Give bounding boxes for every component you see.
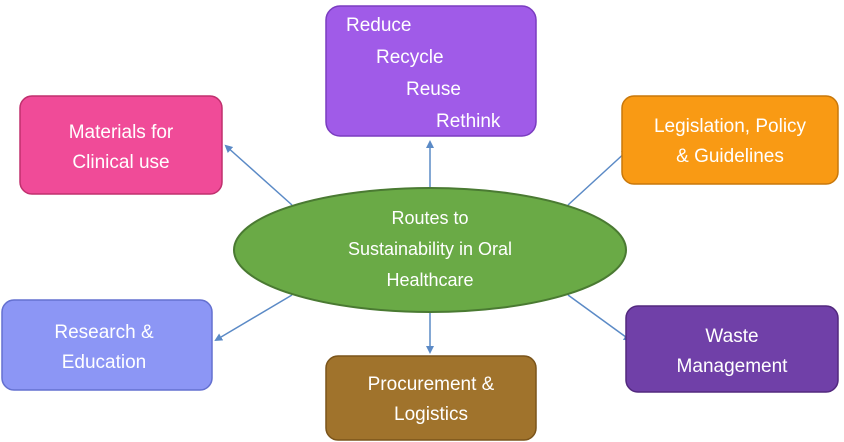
connector-to-research	[214, 294, 293, 342]
center-label-line1: Routes to	[391, 208, 468, 228]
center-ellipse	[233, 187, 627, 313]
procurement-label-line1: Procurement &	[368, 374, 495, 395]
waste-label-line1: Waste	[705, 326, 758, 347]
node-materials: Materials for Clinical use	[19, 95, 223, 195]
materials-label-line1: Materials for	[69, 122, 174, 143]
research-label-line1: Research &	[54, 322, 154, 343]
procurement-label-line2: Logistics	[394, 404, 468, 425]
waste-label-line2: Management	[677, 356, 789, 377]
node-procurement: Procurement & Logistics	[325, 355, 537, 441]
node-legislation: Legislation, Policy & Guidelines	[621, 95, 839, 185]
legislation-label-line1: Legislation, Policy	[654, 116, 807, 137]
node-reduce-box	[325, 5, 537, 137]
connector-to-waste	[567, 294, 632, 342]
connector-to-materials	[224, 144, 293, 206]
node-waste: Waste Management	[625, 305, 839, 393]
legislation-label-line2: & Guidelines	[676, 146, 784, 167]
node-procurement-box	[325, 355, 537, 441]
node-legislation-box	[621, 95, 839, 185]
rethink-label: Rethink	[436, 111, 501, 132]
research-label-line2: Education	[62, 352, 147, 373]
reduce-label: Reduce	[346, 15, 412, 36]
node-research-box	[1, 299, 213, 391]
connectors	[214, 140, 632, 354]
connector-to-legislation	[567, 148, 630, 206]
center-label-line3: Healthcare	[386, 270, 473, 290]
node-materials-box	[19, 95, 223, 195]
materials-label-line2: Clinical use	[72, 152, 169, 173]
reuse-label: Reuse	[406, 79, 461, 100]
center-label-line2: Sustainability in Oral	[348, 239, 512, 259]
node-reduce-recycle: Reduce Recycle Reuse Rethink	[325, 5, 537, 137]
center-node: Routes to Sustainability in Oral Healthc…	[233, 187, 627, 313]
node-research: Research & Education	[1, 299, 213, 391]
recycle-label: Recycle	[376, 47, 444, 68]
node-waste-box	[625, 305, 839, 393]
